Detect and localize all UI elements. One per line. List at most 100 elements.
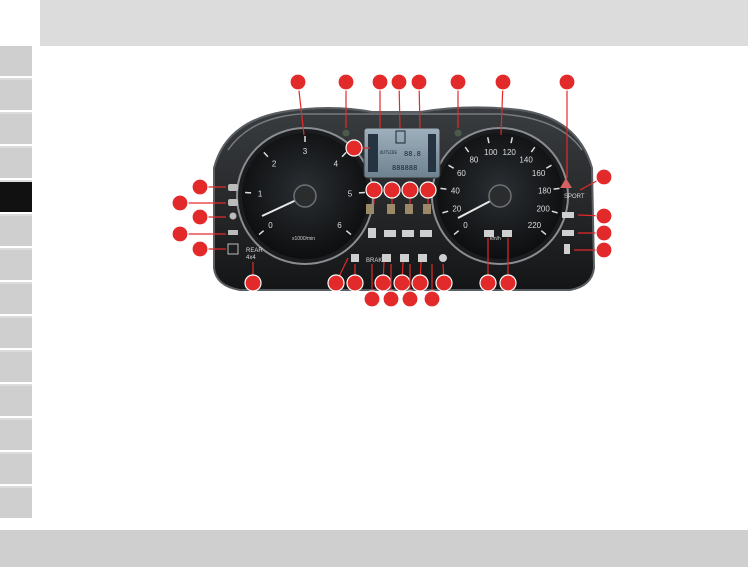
callout-marker — [371, 73, 389, 91]
lower-warning-rows: BRAKE — [351, 228, 512, 264]
engine-check-icon — [384, 230, 396, 237]
brake-text: BRAKE — [366, 258, 386, 264]
turn-signal-left-lamp — [342, 129, 350, 137]
speedometer-tick-label: 120 — [503, 148, 517, 157]
speedometer-tick-label: 80 — [469, 155, 478, 164]
fuel-low-icon — [423, 204, 431, 214]
callout-marker — [419, 181, 437, 199]
tachometer-hub — [293, 184, 317, 208]
right-indicator-column: SPORT — [560, 178, 585, 254]
callout-marker — [401, 181, 419, 199]
seat-occupancy-icon — [564, 244, 570, 254]
callout-marker — [595, 168, 613, 186]
callout-marker — [171, 194, 189, 212]
tachometer-tick-label: 5 — [348, 189, 353, 198]
airbag-icon — [405, 204, 413, 214]
chapter-tab[interactable] — [0, 114, 32, 146]
chapter-tab[interactable] — [0, 250, 32, 282]
tachometer-tick-label: 1 — [258, 189, 263, 198]
tachometer-unit: x1000/min — [292, 236, 315, 242]
callout-marker — [365, 181, 383, 199]
center-display: OUTSIDE 88.8 888888 — [363, 127, 441, 179]
callout-marker — [345, 139, 363, 157]
water-in-fuel-icon — [502, 230, 512, 237]
turn-signal-right-lamp — [454, 129, 462, 137]
callout-marker — [595, 241, 613, 259]
speedometer-tick — [440, 187, 447, 190]
speedometer-tick — [551, 210, 558, 214]
chapter-tab[interactable] — [0, 148, 32, 180]
callout-marker — [346, 274, 364, 292]
speedometer-tick — [545, 164, 552, 169]
chapter-tab[interactable] — [0, 488, 32, 520]
tachometer-tick — [345, 230, 352, 236]
callout-marker — [423, 290, 441, 308]
speedometer-tick-label: 100 — [484, 148, 498, 157]
headlamp-icon — [228, 199, 238, 206]
lcd-fuel-gauge — [368, 134, 378, 172]
chapter-tab[interactable] — [0, 182, 32, 214]
callout-marker — [410, 73, 428, 91]
tachometer-tick-label: 3 — [303, 147, 308, 156]
callout-marker — [383, 181, 401, 199]
chapter-tab[interactable] — [0, 318, 32, 350]
callout-marker — [393, 274, 411, 292]
chapter-tab[interactable] — [0, 80, 32, 112]
dpf-icon — [484, 230, 494, 237]
high-beam-icon — [562, 212, 574, 218]
speedometer-tick-label: 220 — [528, 221, 542, 230]
lcd-outside-label: OUTSIDE — [380, 150, 397, 155]
oil-pressure-icon — [402, 230, 414, 237]
tachometer-tick-label: 6 — [337, 221, 342, 230]
callout-marker — [191, 240, 209, 258]
tachometer-tick-label: 4 — [334, 159, 339, 168]
sport-text: SPORT — [564, 194, 585, 200]
chapter-tab[interactable] — [0, 420, 32, 452]
callout-marker — [374, 274, 392, 292]
speedometer-tick-label: 140 — [519, 155, 533, 164]
front-fog-lamp-icon — [228, 184, 238, 191]
chapter-tab[interactable] — [0, 46, 32, 78]
callout-marker — [401, 290, 419, 308]
callout-marker — [191, 178, 209, 196]
callout-marker — [435, 274, 453, 292]
chapter-tab[interactable] — [0, 454, 32, 486]
callout-marker — [595, 224, 613, 242]
callout-marker — [558, 73, 576, 91]
door-ajar-icon — [400, 254, 409, 262]
callout-marker — [191, 208, 209, 226]
battery-icon — [368, 228, 376, 238]
chapter-tab[interactable] — [0, 352, 32, 384]
speedometer-tick — [553, 187, 560, 190]
callout-marker — [289, 73, 307, 91]
callout-leader-line — [297, 81, 305, 136]
tachometer-tick — [341, 151, 347, 158]
page-footer-bar — [0, 530, 748, 567]
seatbelt-icon — [387, 204, 395, 214]
speedometer-tick — [453, 230, 460, 236]
speedometer-tick-label: 20 — [452, 205, 461, 214]
page-header-bar — [40, 0, 748, 46]
speedometer-tick-label: 0 — [463, 221, 468, 230]
speedometer-tick — [442, 210, 449, 214]
left-indicator-column: REAR 4x4 — [227, 184, 263, 261]
hazard-icon — [560, 178, 572, 188]
speedometer-tick — [486, 137, 490, 144]
speedometer-tick-label: 180 — [538, 186, 552, 195]
speedometer-hub — [488, 184, 512, 208]
callout-leader-line — [500, 81, 504, 136]
callout-marker — [337, 73, 355, 91]
lcd-temp-gauge — [428, 134, 436, 172]
callout-marker — [363, 290, 381, 308]
chapter-tab[interactable] — [0, 386, 32, 418]
four-wheel-drive-icon — [227, 243, 239, 255]
four-by-four-text: 4x4 — [246, 255, 256, 261]
cruise-control-icon — [439, 254, 447, 262]
abs-icon — [382, 254, 391, 262]
chapter-tab[interactable] — [0, 284, 32, 316]
callout-marker — [171, 225, 189, 243]
chapter-tab[interactable] — [0, 216, 32, 248]
callout-marker — [244, 274, 262, 292]
